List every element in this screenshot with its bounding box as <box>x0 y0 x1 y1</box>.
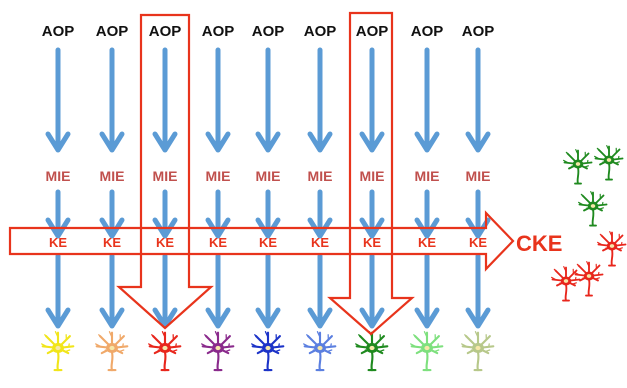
mie-to-ke-arrow <box>152 189 178 239</box>
highlight-aop-arrow <box>116 13 214 330</box>
ke-to-outcome-arrow <box>414 253 440 329</box>
ke-to-cke-arrow <box>8 210 515 272</box>
aop-to-mie-arrow <box>255 47 281 153</box>
cke-neuron-icon <box>597 231 627 267</box>
aop-columns: AOP MIE KE AOP MIE KE AOP MIE KE AOP MIE KE AOP MIE KE… <box>41 23 495 372</box>
mie-label: MIE <box>466 168 491 184</box>
neuron-icon <box>303 331 337 372</box>
neuron-icon <box>410 331 444 372</box>
ke-label: KE <box>363 235 381 250</box>
ke-label: KE <box>311 235 329 250</box>
mie-to-ke-arrow <box>414 189 440 239</box>
aop-label: AOP <box>42 23 75 40</box>
aop-label: AOP <box>149 23 182 40</box>
ke-label: KE <box>259 235 277 250</box>
ke-label: KE <box>418 235 436 250</box>
neuron-icon <box>201 331 235 372</box>
highlight-aop-arrow <box>327 11 415 336</box>
mie-to-ke-arrow <box>205 189 231 239</box>
neuron-icon <box>355 331 389 372</box>
cke-label: CKE <box>516 231 562 256</box>
ke-label: KE <box>49 235 67 250</box>
aop-label: AOP <box>411 23 444 40</box>
mie-label: MIE <box>100 168 125 184</box>
aop-label: AOP <box>202 23 235 40</box>
aop-to-mie-arrow <box>205 47 231 153</box>
mie-label: MIE <box>308 168 333 184</box>
mie-to-ke-arrow <box>255 189 281 239</box>
aop-column: AOP MIE KE <box>148 23 182 372</box>
cumulative-key-event: CKE <box>516 231 562 256</box>
ke-label: KE <box>469 235 487 250</box>
mie-to-ke-arrow <box>99 189 125 239</box>
cke-neuron-icon <box>578 191 608 227</box>
aop-to-mie-arrow <box>414 47 440 153</box>
aop-column: AOP MIE KE <box>303 23 337 372</box>
aop-to-mie-arrow <box>465 47 491 153</box>
highlight-arrows <box>8 11 515 336</box>
aop-column: AOP MIE KE <box>41 23 75 372</box>
mie-to-ke-arrow <box>307 189 333 239</box>
ke-label: KE <box>156 235 174 250</box>
neuron-icon <box>148 331 182 372</box>
ke-to-outcome-arrow <box>45 253 71 329</box>
mie-to-ke-arrow <box>45 189 71 239</box>
mie-label: MIE <box>256 168 281 184</box>
aop-column: AOP MIE KE <box>410 23 444 372</box>
ke-to-outcome-arrow <box>99 253 125 329</box>
aop-column: AOP MIE KE <box>461 23 495 372</box>
ke-to-outcome-arrow <box>255 253 281 329</box>
mie-to-ke-arrow <box>359 189 385 239</box>
ke-to-outcome-arrow <box>205 253 231 329</box>
aop-label: AOP <box>252 23 285 40</box>
mie-label: MIE <box>153 168 178 184</box>
cke-neuron-cluster <box>551 145 627 302</box>
aop-column: AOP MIE KE <box>355 23 389 372</box>
aop-to-mie-arrow <box>152 47 178 153</box>
aop-to-mie-arrow <box>45 47 71 153</box>
ke-label: KE <box>103 235 121 250</box>
cke-neuron-icon <box>594 145 624 181</box>
mie-label: MIE <box>360 168 385 184</box>
aop-column: AOP MIE KE <box>95 23 129 372</box>
ke-label: KE <box>209 235 227 250</box>
aop-to-mie-arrow <box>307 47 333 153</box>
aop-label: AOP <box>356 23 389 40</box>
aop-column: AOP MIE KE <box>251 23 285 372</box>
cke-neuron-icon <box>574 261 604 297</box>
mie-label: MIE <box>415 168 440 184</box>
aop-label: AOP <box>96 23 129 40</box>
aop-to-mie-arrow <box>359 47 385 153</box>
ke-to-outcome-arrow <box>359 253 385 329</box>
mie-label: MIE <box>206 168 231 184</box>
neuron-icon <box>41 331 75 372</box>
aop-column: AOP MIE KE <box>201 23 235 372</box>
neuron-icon <box>251 331 285 372</box>
ke-to-outcome-arrow <box>465 253 491 329</box>
ke-to-outcome-arrow <box>307 253 333 329</box>
cke-neuron-icon <box>563 149 593 185</box>
ke-to-outcome-arrow <box>152 253 178 329</box>
cke-neuron-icon <box>551 266 581 302</box>
aop-label: AOP <box>462 23 495 40</box>
neuron-icon <box>461 331 495 372</box>
aop-label: AOP <box>304 23 337 40</box>
mie-label: MIE <box>46 168 71 184</box>
aop-to-mie-arrow <box>99 47 125 153</box>
neuron-icon <box>95 331 129 372</box>
